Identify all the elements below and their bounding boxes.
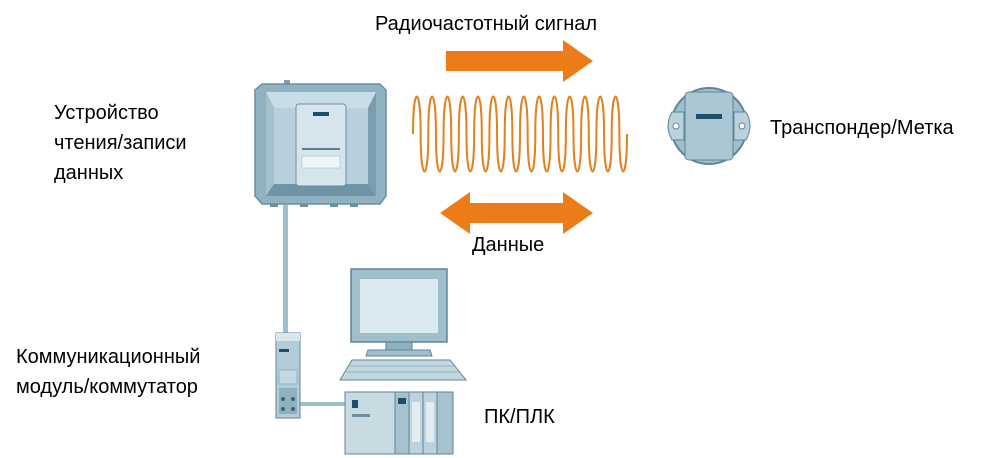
data-bidirectional-arrow (440, 192, 593, 234)
rf-signal-arrow (446, 40, 593, 82)
plc-icon (344, 391, 454, 455)
reader-label-line1: Устройство (54, 102, 159, 124)
rf-signal-label: Радиочастотный сигнал (375, 13, 598, 35)
cable-module-to-plc (300, 402, 352, 406)
rf-wave-icon (412, 95, 628, 173)
comm-label-line1: Коммуникационный (16, 346, 201, 368)
reader-label-line3: данных (54, 162, 124, 184)
pc-plc-label: ПК/ПЛК (484, 406, 555, 428)
reader-label-line2: чтения/записи (54, 132, 187, 154)
transponder-label: Транспондер/Метка (770, 117, 954, 139)
transponder-tag-icon (667, 87, 751, 165)
reader-device-icon (254, 80, 387, 207)
computer-icon (339, 268, 468, 381)
data-label: Данные (472, 234, 545, 256)
comm-module-icon (275, 332, 301, 419)
cable-reader-to-module (283, 205, 288, 335)
comm-label-line2: модуль/коммутатор (16, 376, 198, 398)
